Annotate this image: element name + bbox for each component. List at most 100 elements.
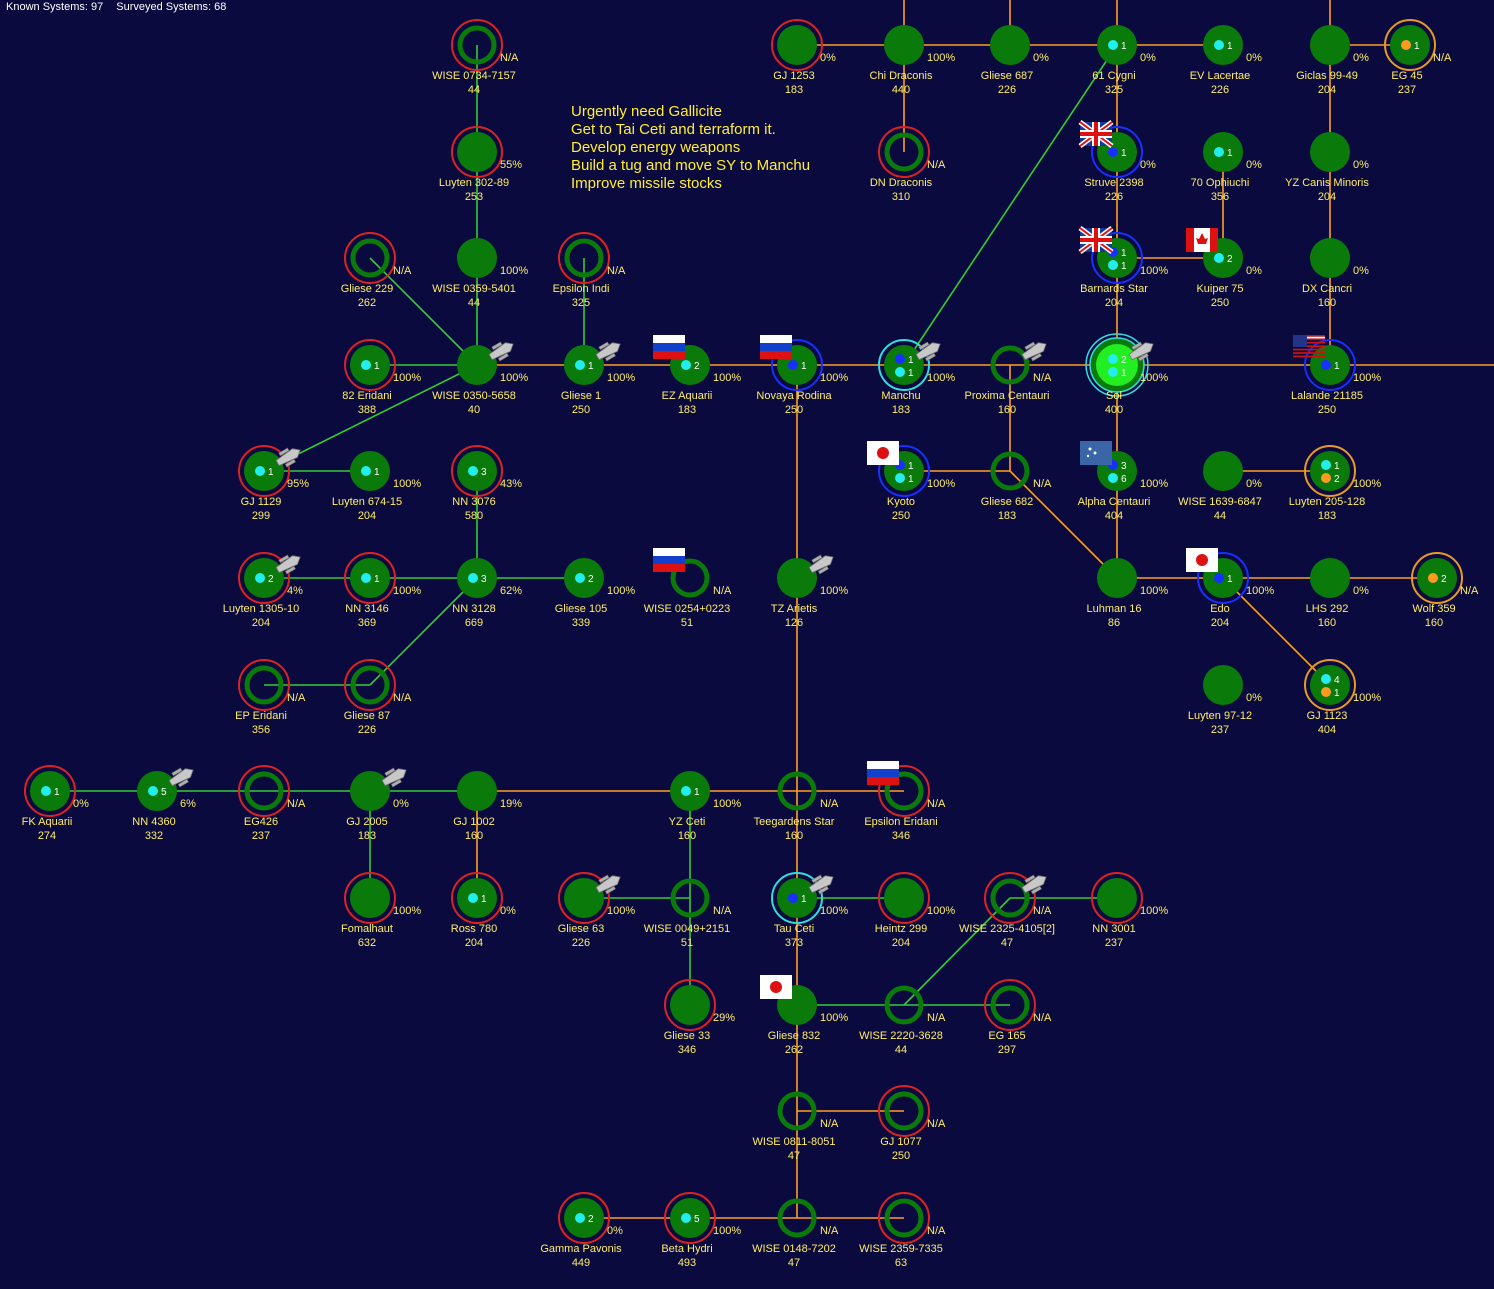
- survey-percent: 100%: [820, 905, 848, 917]
- populated-body-dot: [681, 1213, 691, 1223]
- survey-percent: 0%: [820, 52, 836, 64]
- survey-percent: 100%: [927, 52, 955, 64]
- survey-percent: 43%: [500, 478, 522, 490]
- survey-percent: N/A: [287, 798, 306, 810]
- system-population: 204: [252, 617, 270, 629]
- system-population: 160: [465, 830, 483, 842]
- faction-flag-jp: [1186, 548, 1218, 572]
- colony-dot: [1108, 473, 1118, 483]
- system-name: Struve 2398: [1084, 177, 1143, 189]
- survey-percent: 100%: [820, 585, 848, 597]
- system-name: Novaya Rodina: [756, 390, 832, 402]
- survey-percent: N/A: [713, 585, 732, 597]
- system-population: 183: [1318, 510, 1336, 522]
- system-population: 226: [358, 724, 376, 736]
- faction-flag-un: [1080, 441, 1112, 465]
- system-name: NN 3146: [345, 603, 388, 615]
- system-population: 47: [1001, 937, 1013, 949]
- note-line: Get to Tai Ceti and terraform it.: [571, 121, 776, 138]
- body-count: 3: [481, 467, 487, 478]
- system-name: WISE 2359-7335: [859, 1243, 943, 1255]
- jump-lane: [903, 44, 1118, 366]
